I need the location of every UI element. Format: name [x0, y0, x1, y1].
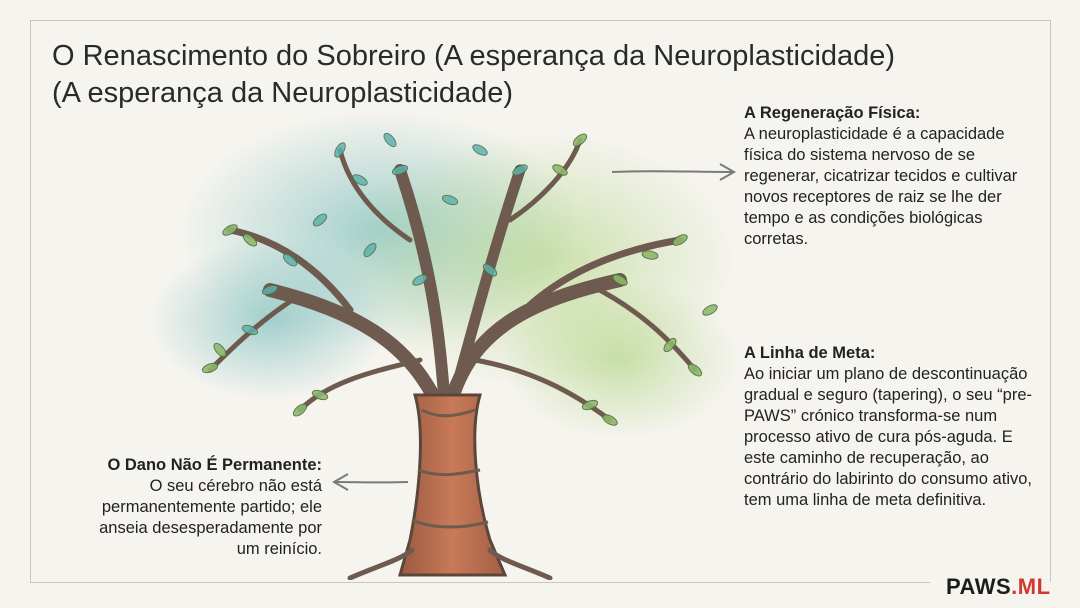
title-line-1: O Renascimento do Sobreiro (A esperança … — [52, 40, 896, 72]
section-linha-de-meta: A Linha de Meta: Ao iniciar um plano de … — [744, 343, 1044, 511]
section-heading: A Regeneração Física: — [744, 104, 921, 122]
section-text: Ao iniciar um plano de descontinuação gr… — [744, 365, 1032, 509]
frame-line-bottom — [30, 582, 930, 583]
section-text: O seu cérebro não está permanentemente p… — [99, 477, 322, 558]
brand-suffix: .ML — [1011, 574, 1051, 599]
arrow-to-trunk — [331, 473, 409, 491]
bark-texture — [411, 408, 489, 529]
section-heading: O Dano Não É Permanente: — [107, 456, 322, 474]
section-text: A neuroplasticidade é a capacidade físic… — [744, 125, 1018, 248]
page-title: O Renascimento do Sobreiro (A esperança … — [52, 38, 932, 112]
foliage-wash-green-right — [500, 280, 740, 440]
tree-branches — [207, 137, 698, 423]
tree-trunk — [398, 393, 508, 577]
frame-line-top — [30, 20, 1050, 21]
tree-roots — [347, 547, 553, 580]
section-dano-nao-permanente: O Dano Não É Permanente: O seu cérebro n… — [84, 455, 322, 560]
tree-leaves — [201, 132, 718, 426]
foliage-wash-teal-left — [150, 240, 390, 400]
section-heading: A Linha de Meta: — [744, 344, 876, 362]
section-regeneracao-fisica: A Regeneração Física: A neuroplasticidad… — [744, 103, 1044, 250]
brand-logo: PAWS.ML — [946, 574, 1051, 600]
frame-line-left — [30, 20, 31, 582]
brand-name: PAWS — [946, 574, 1012, 599]
cork-oak-tree-illustration — [150, 110, 740, 580]
frame-line-right — [1050, 20, 1051, 582]
title-line-2: (A esperança da Neuroplasticidade) — [52, 77, 514, 109]
arrow-to-regeneration — [611, 163, 737, 181]
